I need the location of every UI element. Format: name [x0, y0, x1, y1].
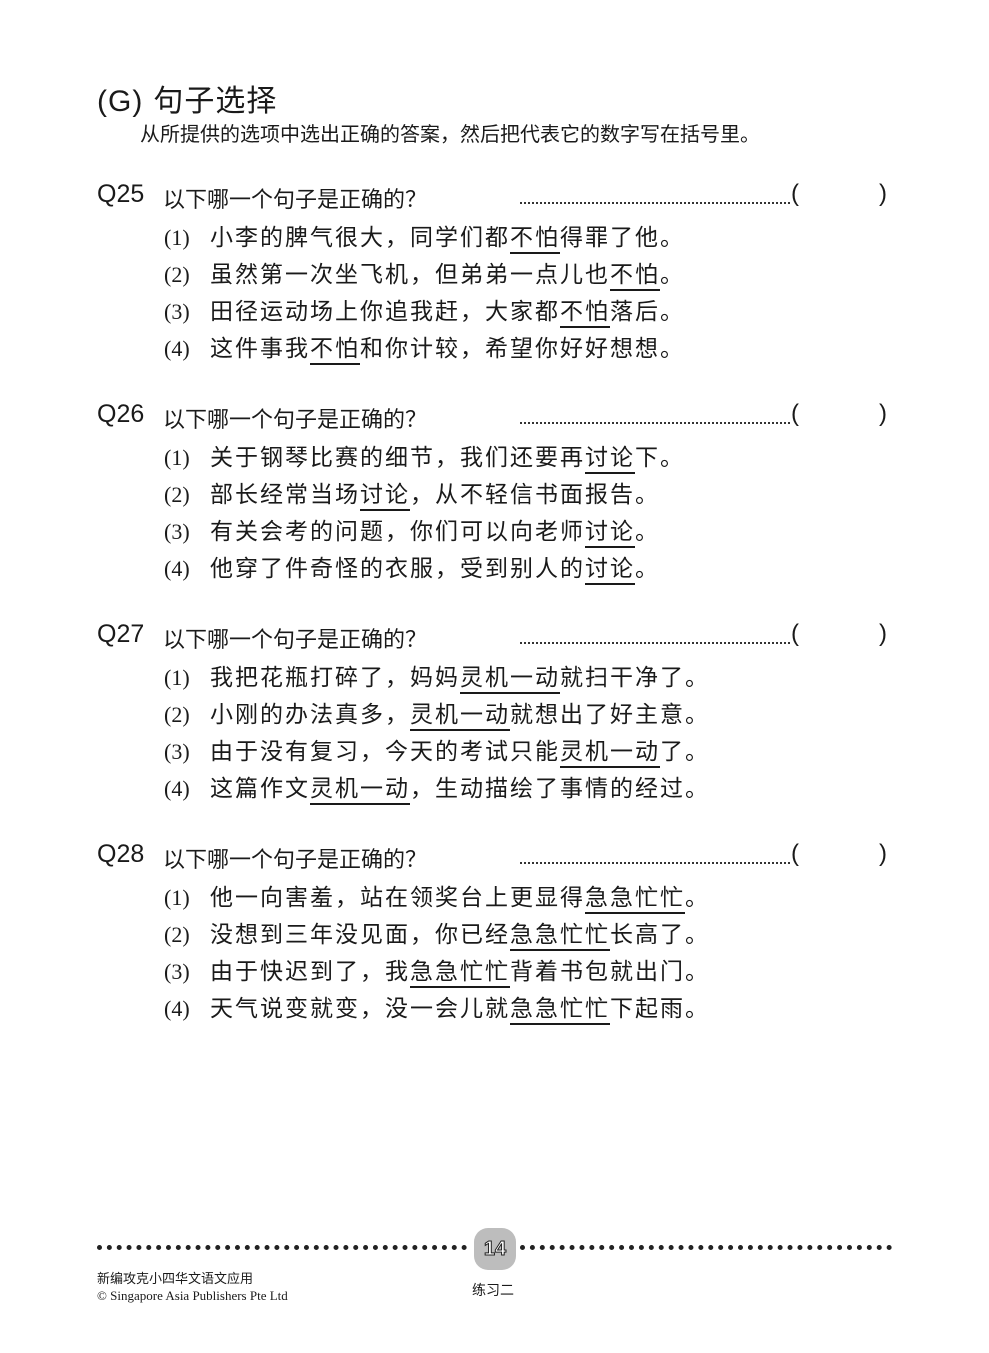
dotted-leader — [520, 622, 790, 644]
book-title: 新编攻克小四华文语文应用 — [97, 1272, 254, 1287]
underlined-word: 讨论 — [585, 519, 635, 548]
question-number: Q27 — [97, 620, 145, 648]
option-3: (3)由于快迟到了，我急急忙忙背着书包就出门。 — [97, 952, 897, 989]
answer-bracket-close: ) — [879, 400, 887, 427]
answer-bracket-open: ( — [791, 400, 799, 427]
question-number: Q25 — [97, 180, 145, 208]
option-3: (3)田径运动场上你追我赶，大家都不怕落后。 — [97, 292, 897, 329]
underlined-word: 急急忙忙 — [510, 922, 610, 951]
question-q26: Q26 以下哪一个句子是正确的？ ( ) (1)关于钢琴比赛的细节，我们还要再讨… — [97, 398, 897, 586]
option-2: (2)小刚的办法真多，灵机一动就想出了好主意。 — [97, 695, 897, 732]
underlined-word: 灵机一动 — [460, 665, 560, 694]
answer-bracket-close: ) — [879, 840, 887, 867]
option-4: (4)他穿了件奇怪的衣服，受到别人的讨论。 — [97, 549, 897, 586]
instructions: 从所提供的选项中选出正确的答案，然后把代表它的数字写在括号里。 — [140, 124, 760, 146]
answer-bracket-open: ( — [791, 180, 799, 207]
underlined-word: 灵机一动 — [410, 702, 510, 731]
question-q28: Q28 以下哪一个句子是正确的？ ( ) (1)他一向害羞，站在领奖台上更显得急… — [97, 838, 897, 1026]
underlined-word: 灵机一动 — [560, 739, 660, 768]
underlined-word: 讨论 — [585, 556, 635, 585]
option-4: (4)这篇作文灵机一动，生动描绘了事情的经过。 — [97, 769, 897, 806]
option-4: (4)这件事我不怕和你计较，希望你好好想想。 — [97, 329, 897, 366]
question-prompt: 以下哪一个句子是正确的？ — [163, 408, 428, 433]
footer-dotted-divider-left — [97, 1245, 467, 1256]
option-2: (2)部长经常当场讨论，从不轻信书面报告。 — [97, 475, 897, 512]
option-3: (3)由于没有复习，今天的考试只能灵机一动了。 — [97, 732, 897, 769]
option-1: (1)关于钢琴比赛的细节，我们还要再讨论下。 — [97, 438, 897, 475]
option-3: (3)有关会考的问题，你们可以向老师讨论。 — [97, 512, 897, 549]
option-1: (1)小李的脾气很大，同学们都不怕得罪了他。 — [97, 218, 897, 255]
option-1: (1)他一向害羞，站在领奖台上更显得急急忙忙。 — [97, 878, 897, 915]
section-label: (G) — [97, 85, 144, 118]
footer-dotted-divider-right — [520, 1245, 892, 1256]
option-4: (4)天气说变就变，没一会儿就急急忙忙下起雨。 — [97, 989, 897, 1026]
dotted-leader — [520, 842, 790, 864]
question-prompt: 以下哪一个句子是正确的？ — [163, 628, 428, 653]
underlined-word: 讨论 — [360, 482, 410, 511]
question-q27: Q27 以下哪一个句子是正确的？ ( ) (1)我把花瓶打碎了，妈妈灵机一动就扫… — [97, 618, 897, 806]
underlined-word: 不怕 — [560, 299, 610, 328]
question-prompt: 以下哪一个句子是正确的？ — [163, 848, 428, 873]
copyright: © Singapore Asia Publishers Pte Ltd — [97, 1288, 288, 1303]
option-2: (2)没想到三年没见面，你已经急急忙忙长高了。 — [97, 915, 897, 952]
underlined-word: 急急忙忙 — [510, 996, 610, 1025]
option-2: (2)虽然第一次坐飞机，但弟弟一点儿也不怕。 — [97, 255, 897, 292]
underlined-word: 急急忙忙 — [410, 959, 510, 988]
answer-bracket-open: ( — [791, 620, 799, 647]
exercise-label: 练习二 — [472, 1282, 514, 1298]
underlined-word: 灵机一动 — [310, 776, 410, 805]
underlined-word: 不怕 — [610, 262, 660, 291]
question-q25: Q25 以下哪一个句子是正确的？ ( ) (1)小李的脾气很大，同学们都不怕得罪… — [97, 178, 897, 366]
option-1: (1)我把花瓶打碎了，妈妈灵机一动就扫干净了。 — [97, 658, 897, 695]
answer-bracket-close: ) — [879, 180, 887, 207]
section-title: 句子选择 — [153, 85, 278, 118]
question-prompt: 以下哪一个句子是正确的？ — [163, 188, 428, 213]
underlined-word: 讨论 — [585, 445, 635, 474]
underlined-word: 不怕 — [510, 225, 560, 254]
answer-bracket-close: ) — [879, 620, 887, 647]
question-number: Q26 — [97, 400, 145, 428]
section-heading: (G) 句子选择 — [97, 76, 277, 120]
underlined-word: 急急忙忙 — [585, 885, 685, 914]
underlined-word: 不怕 — [310, 336, 360, 365]
answer-bracket-open: ( — [791, 840, 799, 867]
page-number-badge: 14 — [474, 1228, 516, 1270]
dotted-leader — [520, 402, 790, 424]
question-number: Q28 — [97, 840, 145, 868]
dotted-leader — [520, 182, 790, 204]
